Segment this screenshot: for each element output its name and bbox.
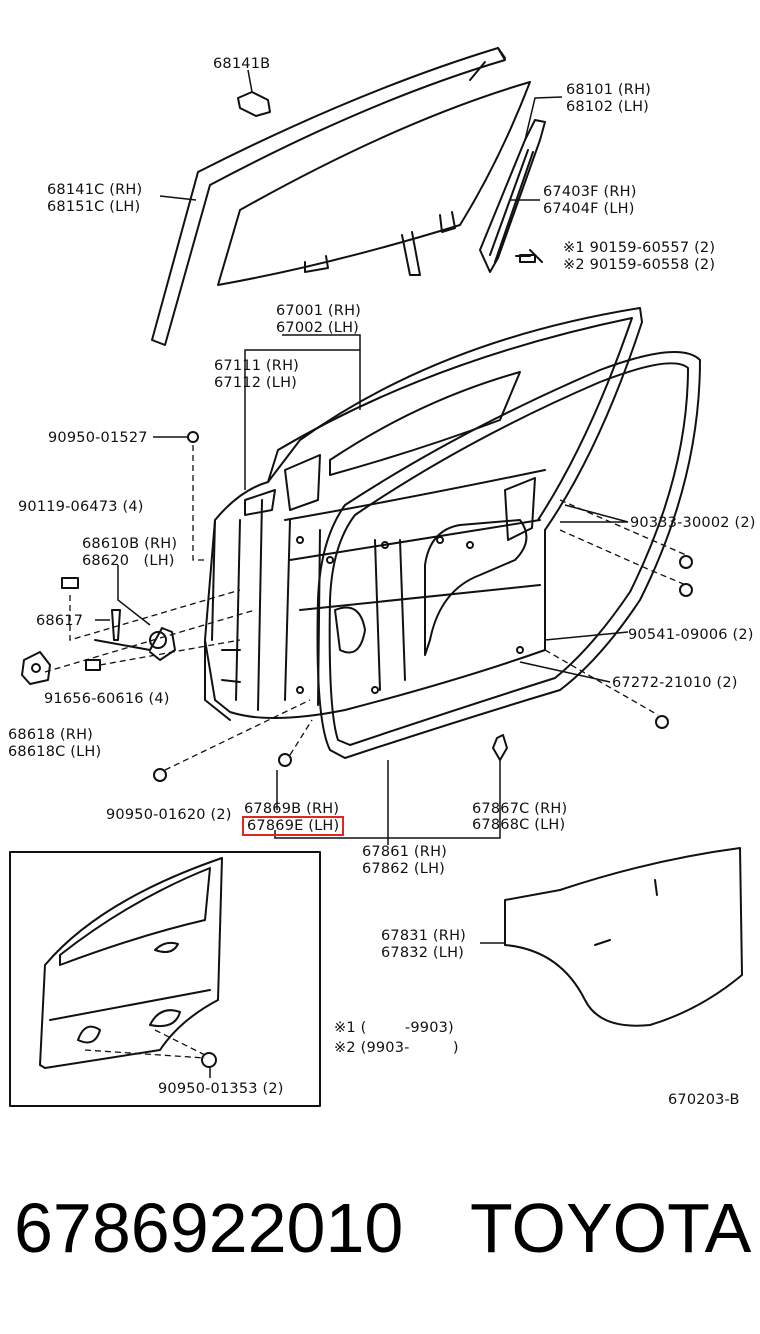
- label-67112: 67112 (LH): [214, 375, 298, 391]
- label-check-lh: 68620 (LH): [82, 553, 175, 569]
- label-90950-01527: 90950-01527: [48, 430, 148, 446]
- label-trim-rh: 67831 (RH): [381, 928, 467, 944]
- label-90541-09006: 90541-09006 (2): [628, 627, 754, 643]
- part-number: 6786922010: [14, 1189, 404, 1267]
- label-67869b: 67869B (RH): [244, 801, 340, 817]
- label-68141b: 68141B: [213, 56, 271, 72]
- note-1: ※1 ( -9903): [334, 1020, 454, 1036]
- inset-frame: [9, 851, 321, 1107]
- clip-68141b: [237, 91, 271, 117]
- label-90333-30002: 90333-30002 (2): [630, 515, 756, 531]
- door-shell: [204, 307, 643, 720]
- label-67867c: 67867C (RH): [472, 801, 568, 817]
- label-weatherstrip-rh: 67861 (RH): [362, 844, 448, 860]
- label-68617: 68617: [36, 613, 84, 629]
- note-2: ※2 (9903- ): [334, 1040, 459, 1056]
- label-67111: 67111 (RH): [214, 358, 300, 374]
- label-bolt-1: ※1 90159-60557 (2): [563, 240, 716, 256]
- label-90119-06473: 90119-06473 (4): [18, 499, 144, 515]
- label-67272-21010: 67272-21010 (2): [612, 675, 738, 691]
- weatherstrip: [316, 351, 701, 759]
- label-door-lh: 67002 (LH): [276, 320, 360, 336]
- door-check: [94, 627, 176, 661]
- window-frame-run: [151, 47, 506, 346]
- label-glass-lh: 68102 (LH): [566, 99, 650, 115]
- inset-door: [39, 857, 223, 1069]
- rear-channel: [479, 119, 546, 273]
- label-67868c: 67868C (LH): [472, 817, 566, 833]
- door-glass: [217, 81, 531, 286]
- label-glass-rh: 68101 (RH): [566, 82, 652, 98]
- label-frame-rh: 68141C (RH): [47, 182, 143, 198]
- label-67869e-highlighted: 67869E (LH): [242, 816, 345, 836]
- label-channel-rh: 67403F (RH): [543, 184, 637, 200]
- label-trim-lh: 67832 (LH): [381, 945, 465, 961]
- label-door-rh: 67001 (RH): [276, 303, 362, 319]
- label-frame-lh: 68151C (LH): [47, 199, 141, 215]
- door-trim-cover: [504, 847, 743, 1027]
- label-channel-lh: 67404F (LH): [543, 201, 635, 217]
- label-weatherstrip-lh: 67862 (LH): [362, 861, 446, 877]
- label-hinge-rh: 68618 (RH): [8, 727, 94, 743]
- label-bolt-2: ※2 90159-60558 (2): [563, 257, 716, 273]
- diagram-code: 670203-B: [668, 1092, 740, 1108]
- label-check-rh: 68610B (RH): [82, 536, 178, 552]
- label-90950-01620: 90950-01620 (2): [106, 807, 232, 823]
- brand-name: TOYOTA: [470, 1189, 752, 1267]
- door-hinge: [21, 651, 51, 685]
- label-90950-01353: 90950-01353 (2): [158, 1081, 284, 1097]
- label-hinge-lh: 68618C (LH): [8, 744, 102, 760]
- grommet: [153, 768, 167, 782]
- label-91656-60616: 91656-60616 (4): [44, 691, 170, 707]
